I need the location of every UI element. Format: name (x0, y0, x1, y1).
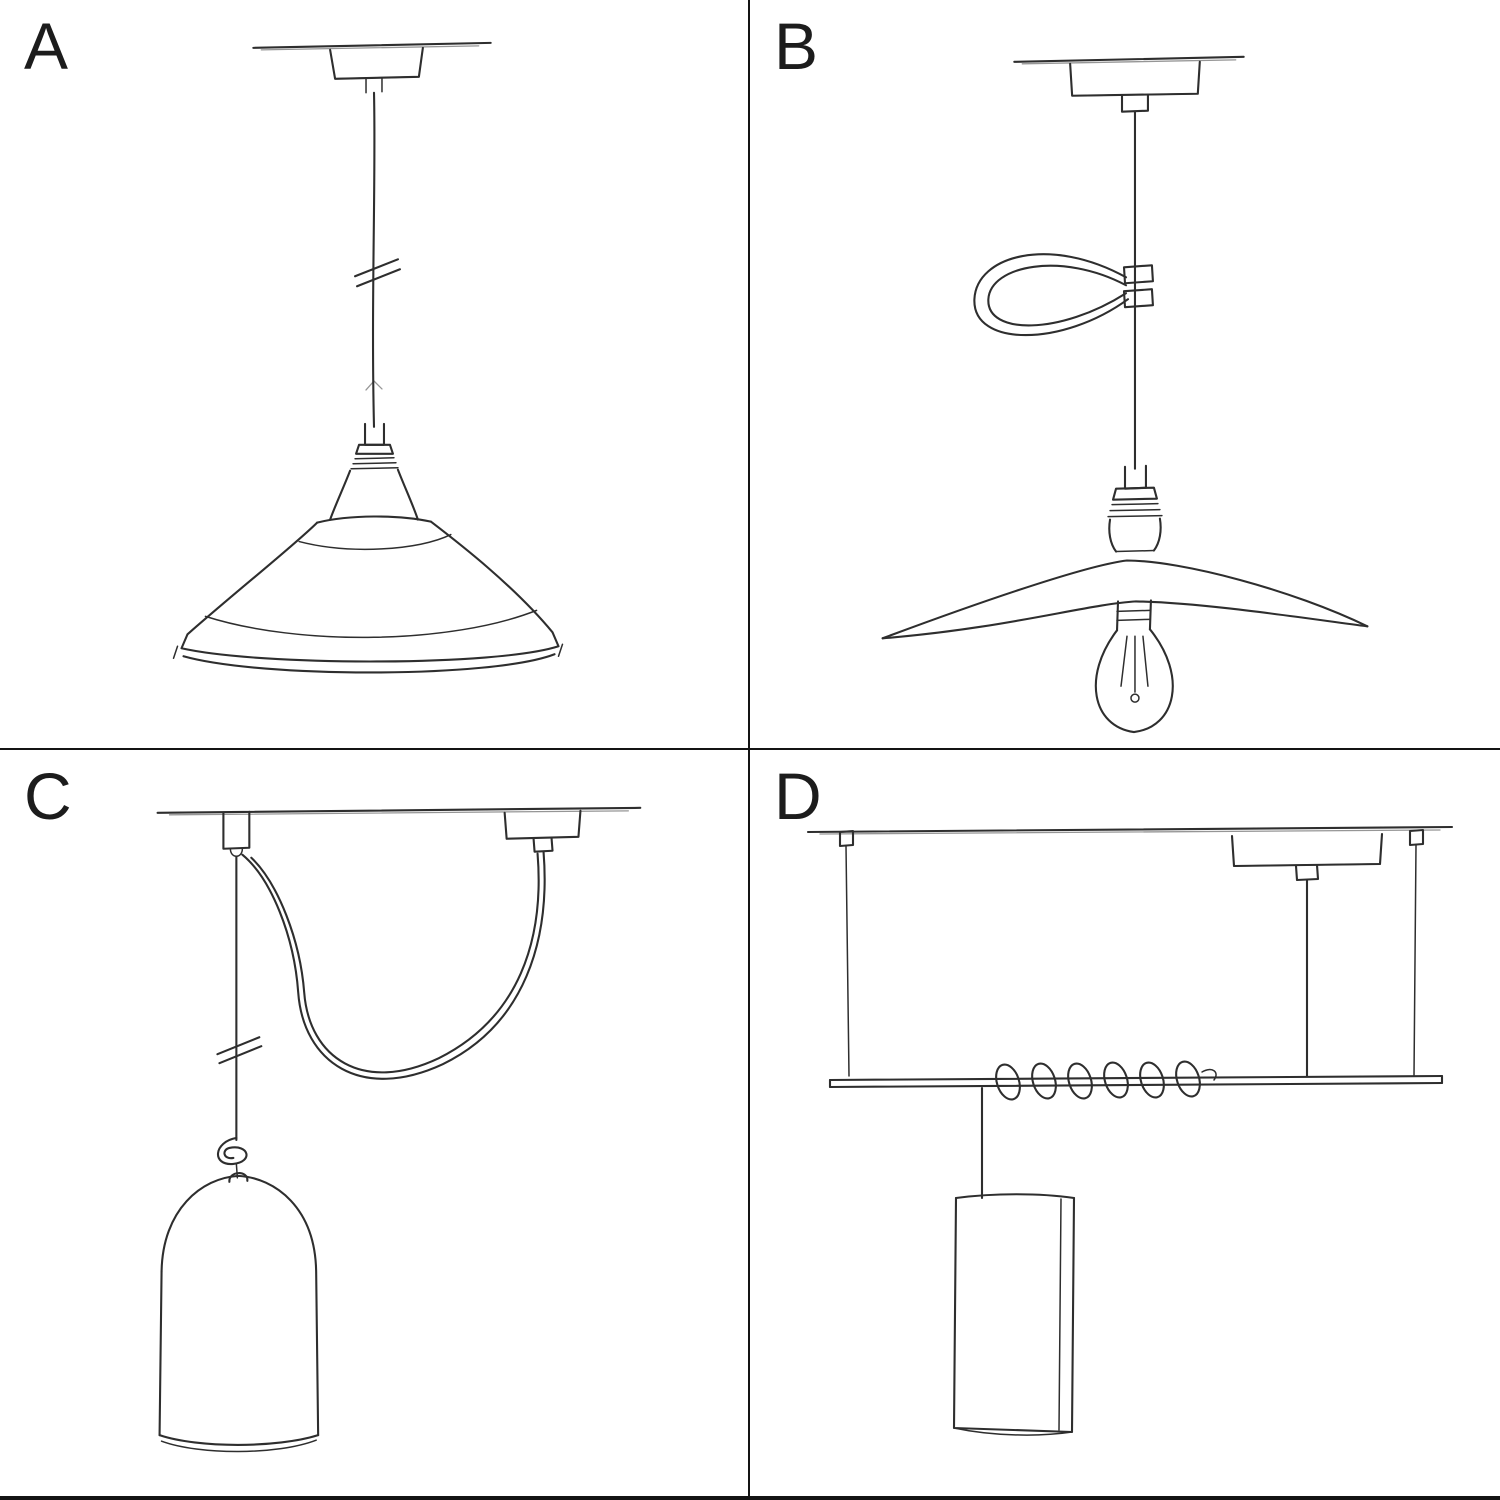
coiled-cable (995, 1060, 1217, 1101)
panel-d: D (750, 750, 1500, 1500)
ceiling-rose (1230, 832, 1384, 1078)
panel-c: C (0, 750, 750, 1500)
ceiling-rose (329, 46, 424, 94)
drop-cable (216, 855, 263, 1142)
ceiling-rose (503, 809, 582, 853)
panel-a-label: A (24, 9, 70, 83)
bell-dome-shade (158, 1172, 320, 1453)
panel-c-label: C (24, 759, 73, 833)
bottom-border-line (0, 1496, 1500, 1500)
swag-pendant-knotted-cable-bell-shade-sketch (156, 806, 642, 1453)
lamp-holder (1107, 464, 1163, 553)
flat-plate-shade (881, 559, 1369, 640)
pendant-with-cable-clip-flat-shade-bulb-sketch (881, 55, 1369, 734)
pendant-straight-drop-industrial-shade-sketch (172, 41, 564, 674)
industrial-barn-shade (172, 515, 564, 674)
ceiling-line (1013, 55, 1245, 65)
ceiling-hook (222, 810, 251, 857)
edison-bulb (1094, 599, 1174, 734)
ceiling-line (806, 825, 1454, 835)
panel-b: B (750, 0, 1500, 750)
ceiling-line (252, 41, 492, 51)
panel-d-label: D (774, 759, 823, 833)
panel-b-label: B (774, 9, 820, 83)
ceiling-line (156, 806, 642, 816)
horizontal-bar (828, 1074, 1444, 1089)
lamp-holder (329, 422, 419, 521)
pendant-cable (1133, 110, 1137, 470)
panel-a: A (0, 0, 750, 750)
ceiling-rose (1069, 60, 1201, 113)
suspension-wires (838, 828, 1425, 1077)
bar-suspension-coiled-cable-tube-shade-sketch (806, 825, 1454, 1436)
cylindrical-tube-shade (952, 1193, 1076, 1436)
pendant-cable (354, 91, 401, 428)
decorative-cable-clip-loop (973, 253, 1154, 336)
swag-cable (241, 850, 546, 1080)
cable-knot (217, 1136, 248, 1179)
